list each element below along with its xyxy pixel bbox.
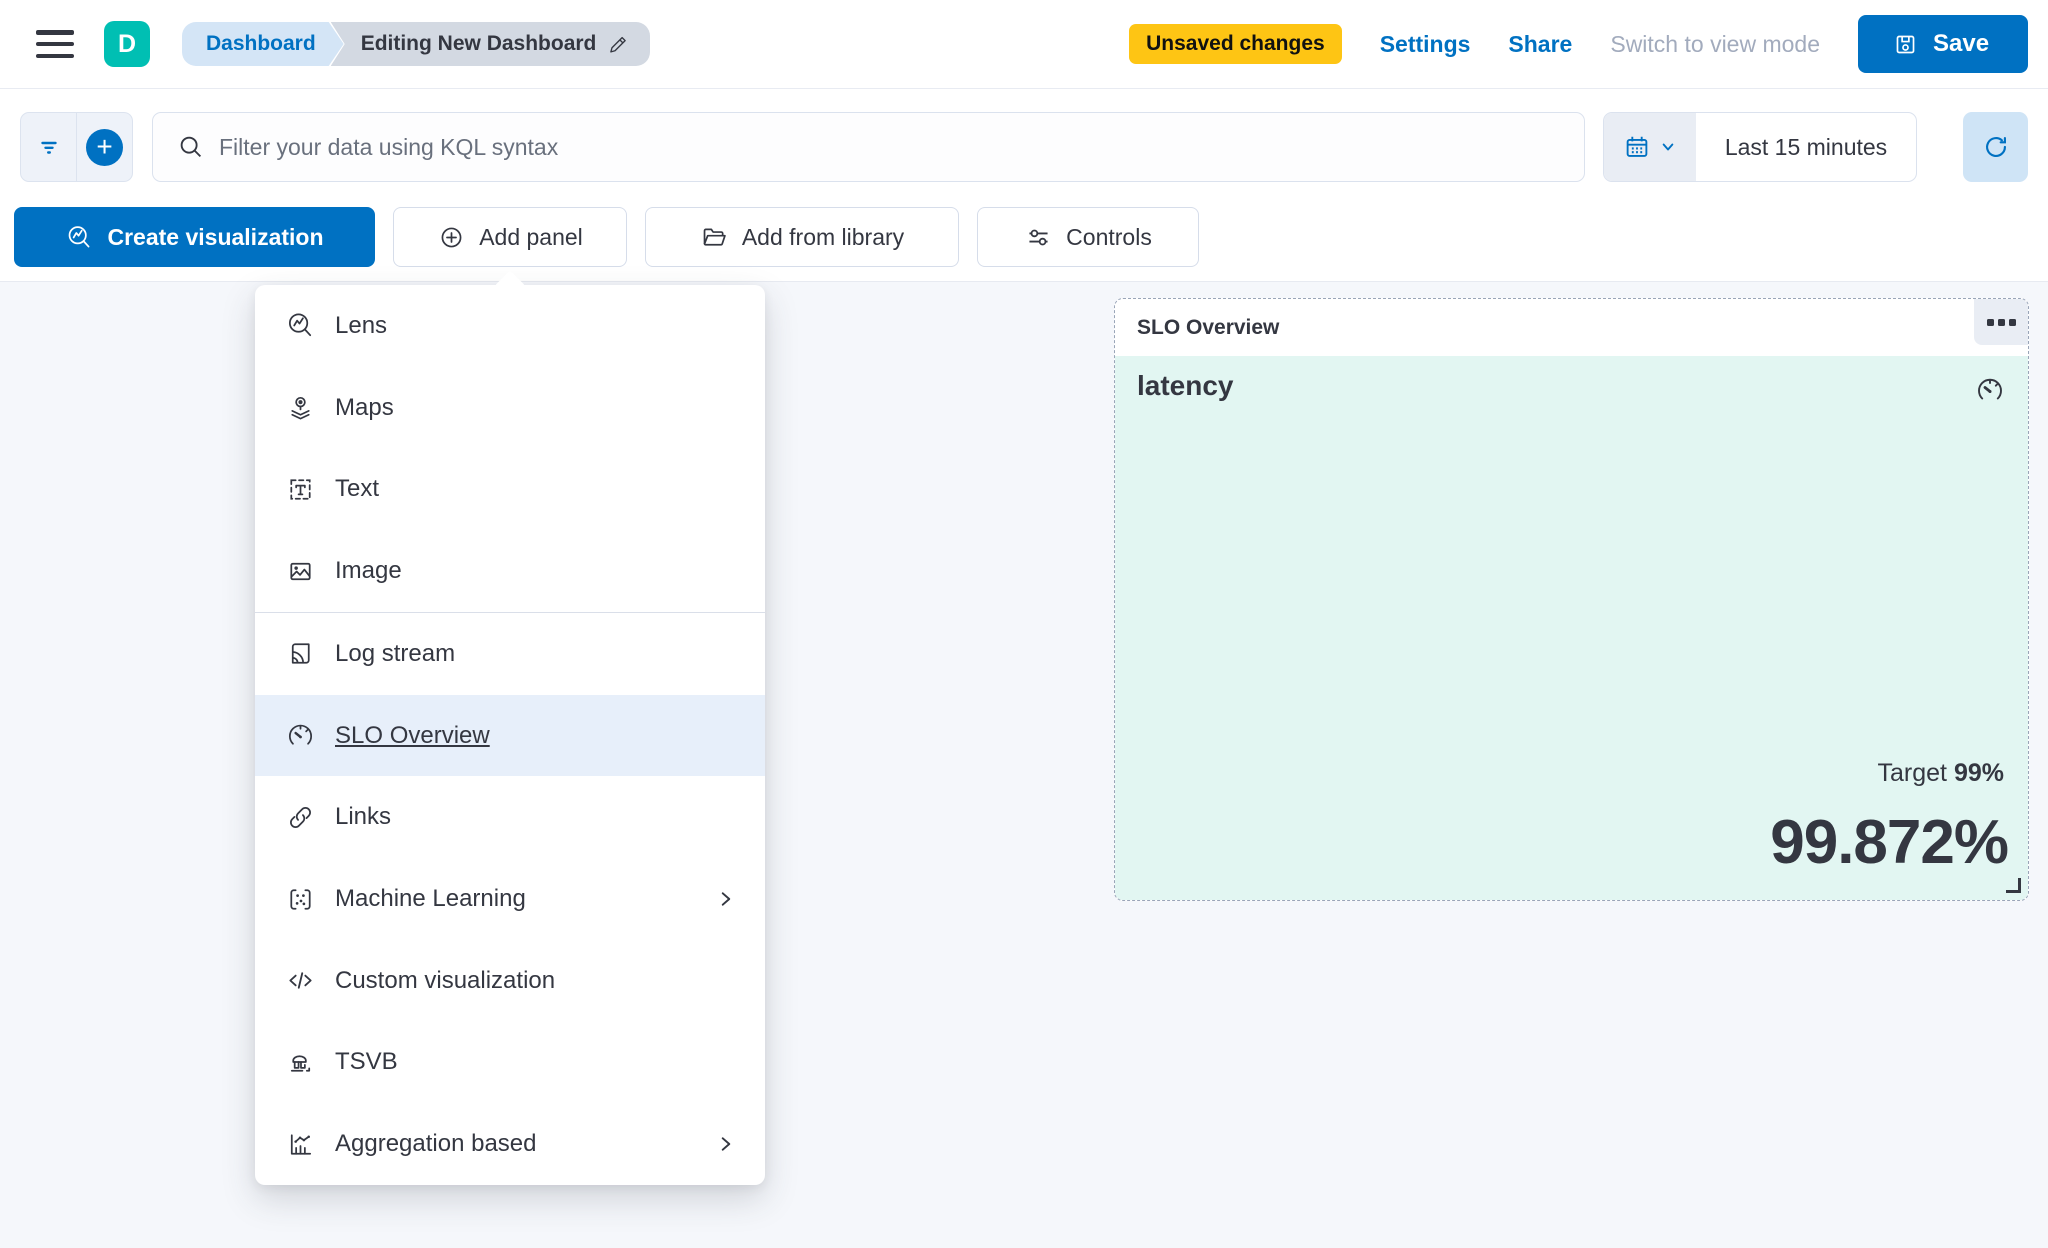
- space-avatar[interactable]: D: [104, 21, 150, 67]
- settings-link[interactable]: Settings: [1379, 30, 1471, 57]
- calendar-icon: [1626, 136, 1648, 157]
- slo-panel-body: latency Target 99% 99.872%: [1115, 356, 2028, 900]
- menu-item-log-stream[interactable]: Log stream: [255, 613, 765, 695]
- menu-item-text[interactable]: Text: [255, 448, 765, 530]
- add-from-library-button[interactable]: Add from library: [645, 207, 959, 267]
- panel-options-icon: [1986, 318, 1994, 326]
- panel-header: SLO Overview: [1115, 299, 2028, 356]
- switch-to-view-mode-link[interactable]: Switch to view mode: [1610, 30, 1820, 57]
- menu-item-label: Lens: [335, 311, 388, 339]
- machine-learning-icon: [290, 888, 311, 910]
- save-button[interactable]: Save: [1858, 15, 2028, 73]
- panel-options-button[interactable]: [1974, 299, 2028, 345]
- menu-item-label: Aggregation based: [335, 1130, 537, 1158]
- add-panel-label: Add panel: [479, 223, 583, 250]
- add-from-library-label: Add from library: [741, 223, 905, 250]
- add-filter-button[interactable]: +: [76, 113, 132, 181]
- query-bar: + Last 15 minutes: [0, 112, 2048, 182]
- unsaved-changes-badge: Unsaved changes: [1129, 24, 1342, 64]
- chevron-right-icon: [713, 1131, 739, 1157]
- menu-item-label: Image: [335, 557, 402, 585]
- menu-item-label: TSVB: [335, 1048, 398, 1076]
- folder-icon: [703, 227, 726, 246]
- breadcrumb: Dashboard Editing New Dashboard: [182, 22, 651, 66]
- controls-button[interactable]: Controls: [977, 207, 1199, 267]
- menu-item-machine-learning[interactable]: Machine Learning: [255, 858, 765, 940]
- search-icon: [180, 136, 202, 158]
- menu-item-image[interactable]: Image: [255, 530, 765, 613]
- menu-item-links[interactable]: Links: [255, 776, 765, 858]
- chevron-right-icon: [713, 886, 739, 912]
- menu-item-label: Custom visualization: [335, 966, 556, 994]
- panel-title: SLO Overview: [1137, 315, 1280, 339]
- menu-item-label: Text: [335, 475, 380, 503]
- save-button-label: Save: [1933, 30, 1990, 57]
- menu-item-custom-visualization[interactable]: Custom visualization: [255, 940, 765, 1022]
- aggregation-icon: [290, 1134, 312, 1155]
- menu-item-label: Maps: [335, 393, 394, 421]
- header-actions: Unsaved changes Settings Share Switch to…: [1129, 15, 2028, 73]
- refresh-icon: [1985, 137, 2006, 157]
- menu-item-aggregation-based[interactable]: Aggregation based: [255, 1103, 765, 1185]
- menu-item-label: Links: [335, 803, 392, 831]
- image-icon: [290, 562, 311, 580]
- time-picker-calendar-button[interactable]: [1604, 113, 1696, 181]
- menu-item-label: SLO Overview: [335, 721, 490, 749]
- breadcrumb-current[interactable]: Editing New Dashboard: [330, 22, 651, 66]
- sliders-icon: [1029, 229, 1048, 245]
- add-panel-menu: Lens Maps Text Image Log stream SLO Over…: [255, 285, 765, 1185]
- breadcrumb-current-label: Editing New Dashboard: [360, 32, 597, 55]
- filter-button-group: +: [20, 112, 133, 182]
- create-visualization-button[interactable]: Create visualization: [14, 207, 375, 267]
- refresh-button[interactable]: [1963, 112, 2028, 182]
- pencil-icon[interactable]: [606, 32, 630, 56]
- plus-circle-icon: +: [86, 128, 123, 166]
- panel-resize-handle[interactable]: [2006, 878, 2021, 893]
- add-panel-button[interactable]: Add panel: [393, 207, 627, 267]
- code-icon: [289, 972, 312, 989]
- link-icon: [290, 806, 311, 828]
- share-link[interactable]: Share: [1508, 30, 1573, 57]
- menu-item-lens[interactable]: Lens: [255, 285, 765, 367]
- kql-search-input[interactable]: [152, 112, 1585, 182]
- text-icon: [290, 479, 311, 500]
- log-stream-icon: [291, 643, 310, 664]
- time-range-value[interactable]: Last 15 minutes: [1724, 133, 1888, 160]
- menu-item-tsvb[interactable]: TSVB: [255, 1022, 765, 1104]
- lens-icon: [69, 225, 90, 247]
- filter-menu-button[interactable]: [21, 113, 76, 181]
- maps-icon: [291, 397, 310, 420]
- slo-metric-name: latency: [1137, 370, 1234, 401]
- chevron-down-icon: [1662, 143, 1674, 151]
- controls-label: Controls: [1066, 223, 1152, 250]
- top-header: D Dashboard Editing New Dashboard Unsave…: [0, 0, 2048, 88]
- gauge-icon: [1978, 378, 2002, 400]
- lens-icon: [288, 313, 312, 337]
- create-visualization-label: Create visualization: [107, 223, 324, 250]
- filter-icon: [40, 141, 57, 154]
- menu-icon[interactable]: [36, 30, 74, 58]
- save-icon: [1896, 35, 1915, 53]
- slo-gauge-icon: [288, 724, 313, 745]
- menu-item-label: Machine Learning: [335, 885, 526, 912]
- time-picker: Last 15 minutes: [1603, 112, 1917, 182]
- menu-item-slo-overview[interactable]: SLO Overview: [255, 694, 765, 777]
- menu-item-label: Log stream: [335, 639, 456, 667]
- slo-target-label: Target: [1877, 759, 1947, 787]
- slo-target-value: 99%: [1953, 759, 2004, 787]
- kql-search: [152, 112, 1585, 182]
- slo-overview-panel[interactable]: SLO Overview latency Target 99% 99.872%: [1114, 298, 2029, 901]
- menu-item-maps[interactable]: Maps: [255, 367, 765, 449]
- edit-toolbar: Create visualization Add panel Add from …: [0, 207, 2048, 267]
- plus-in-circle-icon: [441, 227, 462, 247]
- breadcrumb-dashboard[interactable]: Dashboard: [182, 22, 344, 66]
- slo-value: 99.872%: [1770, 808, 2009, 877]
- slo-target: Target 99%: [1878, 759, 2004, 788]
- tsvb-icon: [290, 1055, 311, 1072]
